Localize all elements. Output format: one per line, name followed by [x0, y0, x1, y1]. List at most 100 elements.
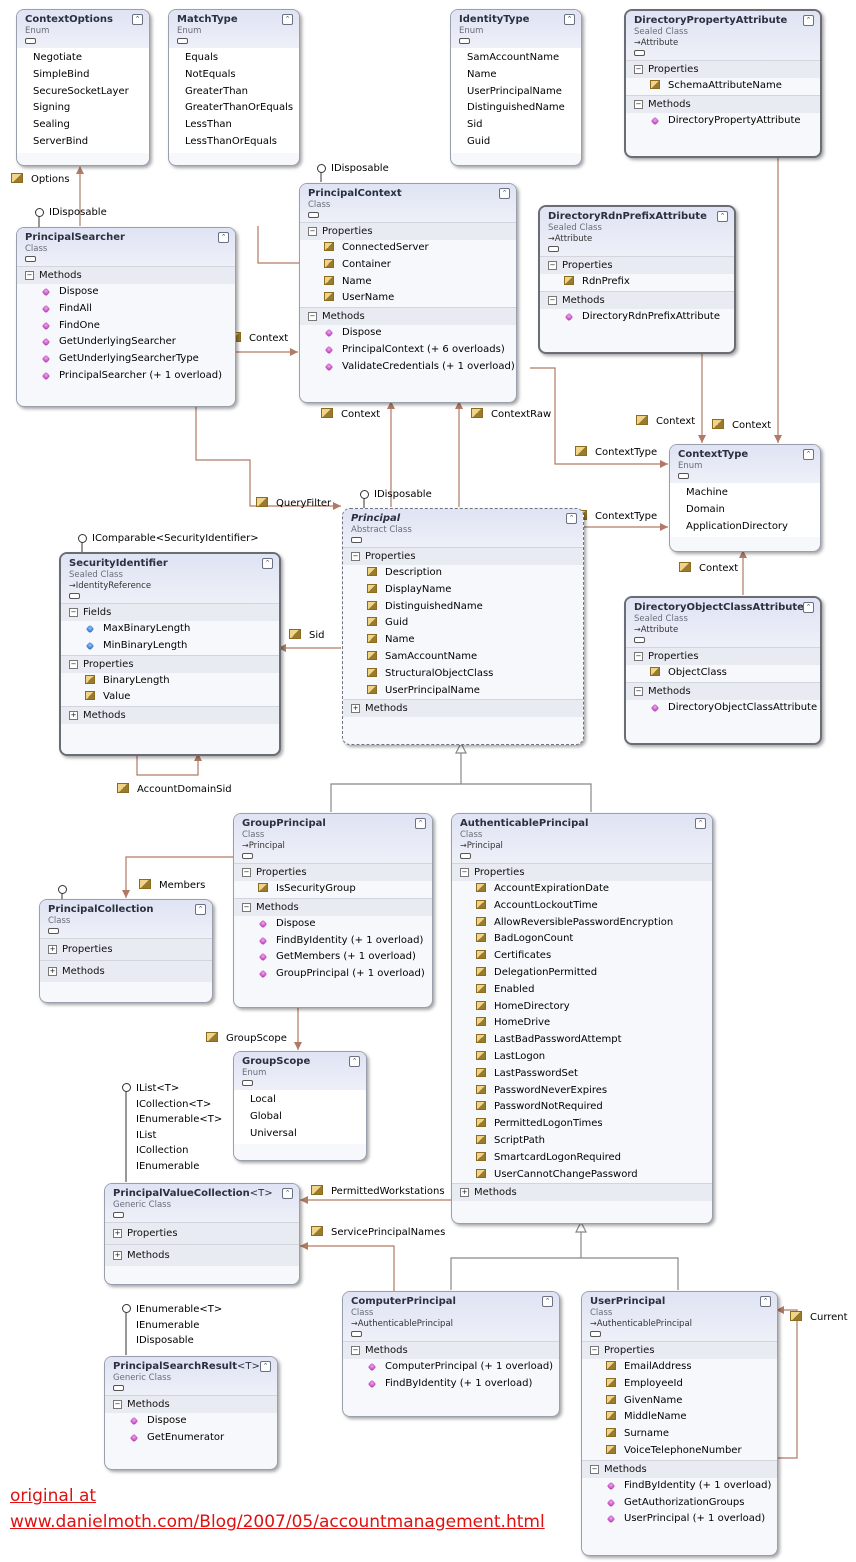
property-row: LastBadPasswordAttempt [452, 1032, 712, 1049]
methods-section[interactable]: +Methods [452, 1183, 712, 1202]
association-label-context-raw: ContextRaw [471, 408, 551, 420]
property-row: SchemaAttributeName [626, 78, 820, 95]
principal-search-result-class[interactable]: PrincipalSearchResult<T>Generic Class⌃ −… [104, 1356, 278, 1470]
collapse-icon[interactable]: ⌃ [218, 232, 229, 243]
property-row: GivenName [582, 1393, 777, 1410]
fields-section[interactable]: −Fields [61, 603, 279, 621]
association-label-context: Context [712, 419, 771, 431]
property-row: ObjectClass [626, 665, 820, 682]
methods-section[interactable]: −Methods [17, 266, 235, 284]
methods-section[interactable]: −Methods [105, 1395, 277, 1413]
properties-section[interactable]: −Properties [343, 547, 583, 565]
collapse-icon[interactable]: ⌃ [695, 818, 706, 829]
authenticable-principal-class[interactable]: AuthenticablePrincipalClassPrincipal⌃ −P… [451, 813, 713, 1224]
principal-value-collection-class[interactable]: PrincipalValueCollection<T>Generic Class… [104, 1183, 300, 1285]
group-principal-class[interactable]: GroupPrincipalClassPrincipal⌃ −Propertie… [233, 813, 433, 1008]
interface-label: IComparable<SecurityIdentifier> [92, 533, 259, 544]
collapse-icon[interactable]: ⌃ [803, 15, 814, 26]
collapse-icon[interactable]: ⌃ [564, 14, 575, 25]
collapse-icon[interactable]: ⌃ [760, 1296, 771, 1307]
collapse-icon[interactable]: ⌃ [415, 818, 426, 829]
class-kind: Enum [459, 26, 484, 36]
methods-section[interactable]: +Methods [61, 706, 279, 725]
methods-section[interactable]: +Methods [105, 1244, 299, 1266]
methods-section[interactable]: +Methods [40, 960, 212, 982]
properties-section[interactable]: −Properties [626, 60, 820, 78]
enum-value: SecureSocketLayer [33, 85, 129, 97]
class-kind: Class [25, 244, 48, 254]
enum-value: UserPrincipalName [467, 85, 562, 97]
property-row: RdnPrefix [540, 274, 734, 291]
property-row: Name [300, 274, 516, 291]
methods-section[interactable]: −Methods [582, 1459, 777, 1478]
collapse-icon[interactable]: ⌃ [499, 188, 510, 199]
collapse-icon[interactable]: ⌃ [262, 558, 273, 569]
property-row: PermittedLogonTimes [452, 1116, 712, 1133]
properties-section[interactable]: +Properties [105, 1222, 299, 1244]
class-kind: Sealed Class [548, 223, 602, 233]
enum-value: LessThanOrEquals [185, 135, 277, 147]
class-kind: Class [460, 830, 483, 840]
collapse-icon[interactable]: ⌃ [803, 449, 814, 460]
collapse-icon[interactable]: ⌃ [566, 513, 577, 524]
properties-section[interactable]: −Properties [234, 863, 432, 881]
methods-section[interactable]: −Methods [626, 681, 820, 700]
interface-circle [122, 1304, 131, 1313]
class-name: ContextOptions [25, 14, 113, 25]
base-class: AuthenticablePrincipal [351, 1319, 559, 1329]
properties-section[interactable]: −Properties [61, 654, 279, 673]
interface-label: IDisposable [331, 163, 389, 174]
interface-circle [78, 534, 87, 543]
methods-section[interactable]: +Methods [343, 699, 583, 718]
method-row: FindByIdentity (+ 1 overload) [582, 1478, 777, 1495]
collapse-icon[interactable]: ⌃ [195, 904, 206, 915]
field-row: MaxBinaryLength [61, 621, 279, 638]
properties-section[interactable]: −Properties [540, 256, 734, 274]
methods-section[interactable]: −Methods [300, 307, 516, 326]
source-link-url[interactable]: www.danielmoth.com/Blog/2007/05/accountm… [10, 1512, 545, 1532]
methods-section[interactable]: −Methods [234, 897, 432, 916]
properties-section[interactable]: +Properties [40, 938, 212, 960]
properties-section[interactable]: −Properties [582, 1341, 777, 1359]
class-kind: Sealed Class [634, 27, 688, 37]
properties-section[interactable]: −Properties [452, 863, 712, 881]
property-row: LastPasswordSet [452, 1066, 712, 1083]
method-row: FindByIdentity (+ 1 overload) [234, 933, 432, 950]
methods-section[interactable]: −Methods [540, 290, 734, 309]
enum-value: ServerBind [33, 135, 89, 147]
collapse-icon[interactable]: ⌃ [717, 211, 728, 222]
properties-section[interactable]: −Properties [300, 222, 516, 240]
methods-section[interactable]: −Methods [343, 1341, 559, 1359]
collapse-icon[interactable]: ⌃ [282, 1188, 293, 1199]
collapse-icon[interactable]: ⌃ [349, 1056, 360, 1067]
property-row: Name [343, 632, 583, 649]
collapse-icon[interactable]: ⌃ [260, 1361, 271, 1372]
collapse-icon[interactable]: ⌃ [542, 1296, 553, 1307]
user-principal-class[interactable]: UserPrincipalClassAuthenticablePrincipal… [581, 1291, 778, 1556]
properties-section[interactable]: −Properties [626, 647, 820, 665]
methods-section[interactable]: −Methods [626, 94, 820, 113]
enum-value: Guid [467, 135, 491, 147]
source-link-label[interactable]: original at [10, 1486, 97, 1506]
collapse-icon[interactable]: ⌃ [803, 602, 814, 613]
computer-principal-class[interactable]: ComputerPrincipalClassAuthenticablePrinc… [342, 1291, 560, 1417]
collapse-icon[interactable]: ⌃ [282, 14, 293, 25]
class-kind: Enum [242, 1068, 267, 1078]
association-label-service-principal-names: ServicePrincipalNames [311, 1226, 445, 1238]
method-row: ValidateCredentials (+ 1 overload) [300, 359, 516, 376]
method-row: GetUnderlyingSearcherType [17, 351, 235, 368]
collapse-icon[interactable]: ⌃ [132, 14, 143, 25]
